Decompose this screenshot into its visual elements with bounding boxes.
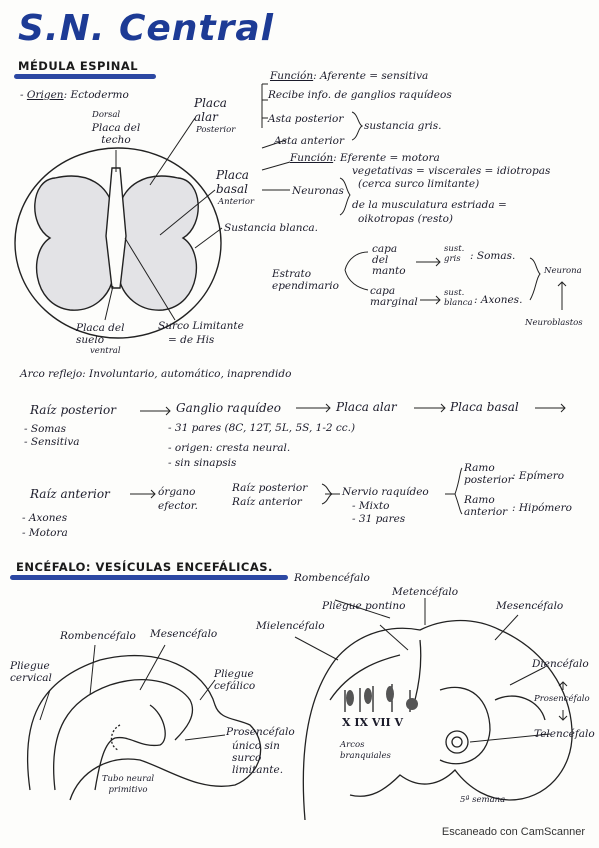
ramo-anterior: Ramo anterior [464, 494, 508, 518]
mielencefalo: Mielencéfalo [256, 620, 325, 632]
origen-value: : Ectodermo [63, 89, 129, 101]
de-his-label: = de His [168, 334, 215, 346]
sustancia-gris: sustancia gris. [364, 120, 442, 132]
ventral-label: ventral [90, 346, 121, 356]
section-underline [14, 74, 156, 79]
surco-limitante-label: Surco Limitante [158, 320, 244, 332]
placa-suelo-label: Placa del suelo [76, 322, 125, 346]
pliegue-cervical: Pliegue cervical [10, 660, 52, 684]
diencefalo: Diencéfalo [532, 658, 589, 670]
sust-blanca: sust. blanca [444, 288, 473, 308]
hipomero: : Hipómero [512, 502, 572, 514]
tubo-neural: Tubo neural primitivo [101, 774, 155, 795]
cerca-surco-text: (cerca surco limitante) [358, 178, 480, 190]
motora-item: - Motora [22, 527, 68, 539]
nervios-craneales: X IX VII V [342, 716, 404, 729]
placa-alar-label: Placa alar [194, 96, 227, 124]
nervio-raquideo: Nervio raquídeo [342, 486, 429, 498]
funcion-eferente: Función: Eferente = motora [290, 152, 440, 164]
neuronas-label: Neuronas [292, 185, 344, 197]
origen-cresta: - origen: cresta neural. [168, 442, 291, 454]
somas-item: - Somas [24, 423, 67, 435]
placa-alar-arco: Placa alar [336, 400, 397, 414]
sin-sinapsis: - sin sinapsis [168, 457, 237, 469]
sustancia-blanca: Sustancia blanca. [224, 222, 319, 234]
page-title: S.N. Central [18, 8, 275, 49]
raiz-anterior: Raíz anterior [30, 487, 110, 501]
epimero: : Epímero [512, 470, 565, 482]
musculatura-text: de la musculatura estriada = [352, 199, 507, 211]
quinta-semana: 5ª semana [460, 795, 506, 805]
axones-label: : Axones. [474, 294, 523, 306]
asta-anterior: Asta anterior [274, 135, 344, 147]
mesencefalo-right: Mesencéfalo [496, 600, 564, 612]
sensitiva-item: - Sensitiva [24, 436, 80, 448]
origen-label: Origen [26, 89, 64, 101]
arcos-branquiales: Arcos branquiales [340, 740, 391, 761]
placa-basal-arco: Placa basal [450, 400, 519, 414]
brain-vesicles-diagram [302, 619, 573, 821]
neuroblastos-label: Neuroblastos [525, 318, 583, 328]
recibe-info: Recibe info. de ganglios raquídeos [268, 89, 452, 101]
pliegue-cefalico: Pliegue cefálico [214, 668, 256, 692]
prosencefalo-left: Prosencéfalo [226, 726, 295, 738]
axones-item: - Axones [22, 512, 68, 524]
section-heading-medula: MÉDULA ESPINAL [18, 59, 139, 73]
neural-tube-diagram [26, 654, 262, 801]
origen-line: - Origen: Ectodermo [20, 89, 129, 101]
sust-gris: sust. gris [444, 244, 465, 264]
arco-heading: Arco reflejo: Involuntario, automático, … [20, 368, 292, 380]
ganglio-raquideo: Ganglio raquídeo [176, 401, 282, 415]
unico-sin-surco: único sin surco limitante. [232, 740, 284, 776]
asta-posterior: Asta posterior [268, 113, 344, 125]
oikotropas-text: oikotropas (resto) [358, 213, 453, 225]
spinal-cord-diagram [14, 147, 222, 339]
rombencefalo-right: Rombencéfalo [294, 572, 370, 584]
raiz-posterior-2: Raíz posterior [232, 482, 308, 494]
scanner-watermark: Escaneado con CamScanner [441, 826, 585, 838]
somas-label: : Somas. [470, 250, 516, 262]
placa-techo-label: Placa del techo [91, 122, 141, 146]
neurona-label: Neurona [544, 266, 582, 276]
placa-basal-label: Placa basal [216, 168, 249, 196]
funcion-label-1: Función [270, 70, 314, 82]
metencefalo: Metencéfalo [392, 586, 459, 598]
ramo-posterior: Ramo posterior [464, 462, 513, 486]
estrato-ependimario: Estrato ependimario [272, 268, 339, 292]
funcion-value-2: : Eferente = motora [333, 152, 440, 164]
section-heading-encefalo: ENCÉFALO: VESÍCULAS ENCEFÁLICAS. [16, 560, 273, 574]
dorsal-label: Dorsal [92, 110, 121, 120]
posterior-label: Posterior [196, 125, 236, 135]
section-underline-2 [10, 575, 288, 580]
pliegue-pontino: Pliegue pontino [322, 600, 406, 612]
funcion-label-2: Función [290, 152, 334, 164]
anterior-label: Anterior [218, 197, 255, 207]
raiz-anterior-2: Raíz anterior [232, 496, 302, 508]
organo-efector: órgano efector. [158, 486, 198, 512]
funcion-aferente: Función: Aferente = sensitiva [270, 70, 428, 82]
mixto-item: - Mixto [352, 500, 390, 512]
rombencefalo-left: Rombencéfalo [60, 630, 136, 642]
raiz-posterior: Raíz posterior [30, 403, 116, 417]
vegetativas-text: vegetativas = viscerales = idiotropas [352, 165, 551, 177]
telencefalo: Telencéfalo [534, 728, 595, 740]
funcion-value-1: : Aferente = sensitiva [313, 70, 429, 82]
capa-marginal: capa marginal [370, 285, 418, 308]
pares-31: - 31 pares (8C, 12T, 5L, 5S, 1-2 cc.) [168, 422, 356, 434]
pares-31b: - 31 pares [352, 513, 406, 525]
capa-manto: capa del manto [372, 243, 406, 277]
prosencefalo-right: Prosencéfalo [534, 694, 590, 704]
mesencefalo-left: Mesencéfalo [150, 628, 218, 640]
